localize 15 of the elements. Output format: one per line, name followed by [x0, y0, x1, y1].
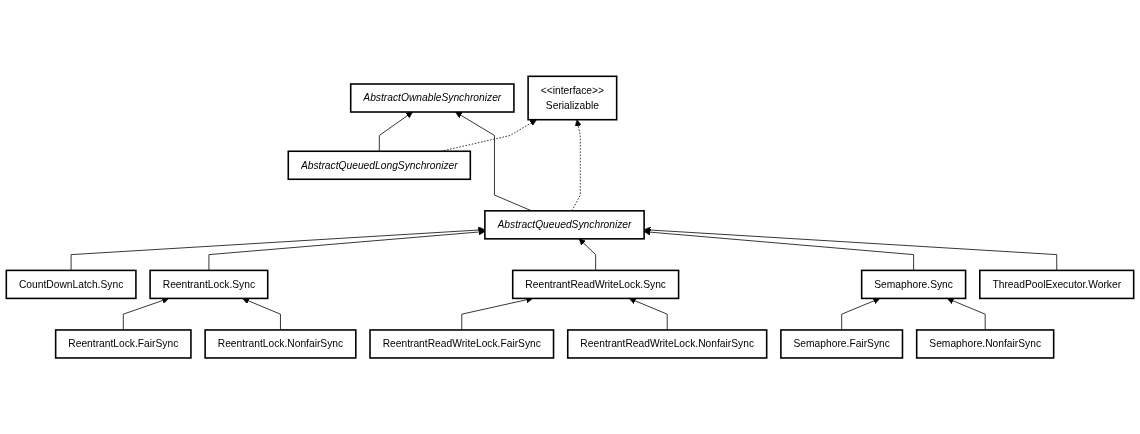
node-box: Semaphore.Sync: [860, 269, 967, 300]
node-box: ThreadPoolExecutor.Worker: [979, 269, 1135, 300]
node-box: ReentrantReadWriteLock.FairSync: [369, 329, 555, 359]
node-box: ReentrantLock.FairSync: [54, 329, 192, 359]
node-box: CountDownLatch.Sync: [5, 269, 137, 300]
node-box: Semaphore.FairSync: [780, 329, 904, 359]
node-box: AbstractOwnableSynchronizer: [349, 83, 515, 113]
node-box: Semaphore.NonfairSync: [915, 329, 1055, 359]
node-box: ReentrantLock.NonfairSync: [204, 329, 357, 359]
node-box: <<interface>> Serializable: [527, 75, 618, 121]
node-box: AbstractQueuedLongSynchronizer: [287, 150, 472, 180]
node-box: ReentrantLock.Sync: [149, 269, 269, 300]
node-box: ReentrantReadWriteLock.NonfairSync: [566, 329, 768, 359]
node-box: AbstractQueuedSynchronizer: [484, 209, 645, 240]
node-box: ReentrantReadWriteLock.Sync: [511, 269, 680, 300]
